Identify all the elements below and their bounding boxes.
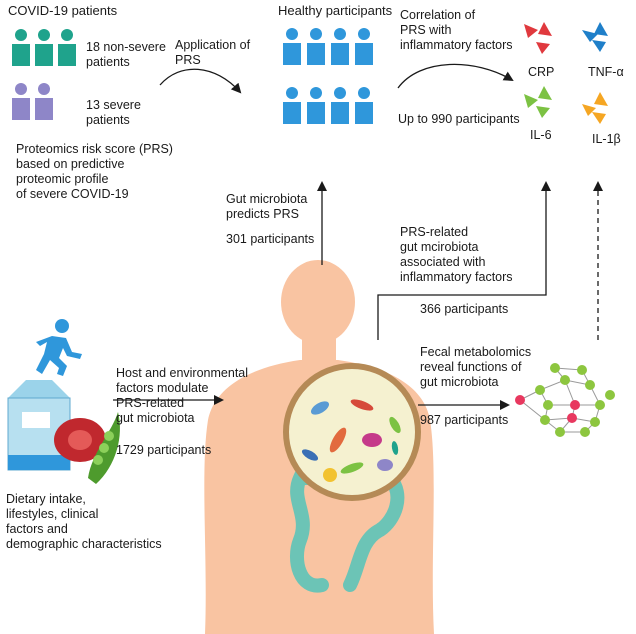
il6-label: IL-6 (530, 128, 552, 142)
application-label: Application of PRS (175, 38, 251, 67)
milk-carton-icon (7, 380, 71, 471)
person-icon (307, 87, 325, 124)
person-icon (58, 29, 76, 66)
fecal-label: Fecal metabolomics reveal functions of g… (420, 345, 532, 389)
healthy-title: Healthy participants (278, 3, 393, 18)
person-icon (331, 28, 349, 65)
il1b-cytokine-icon (582, 92, 608, 124)
crp-cytokine-icon (524, 22, 552, 54)
person-icon (283, 87, 301, 124)
host-count: 1729 participants (116, 443, 212, 457)
person-icon (331, 87, 349, 124)
pea-pod-icon (88, 412, 120, 484)
crp-label: CRP (528, 65, 555, 79)
host-label: Host and environmental factors modulate … (116, 366, 249, 425)
application-arrow (159, 68, 242, 94)
person-icon (283, 28, 301, 65)
person-icon (12, 83, 30, 120)
diet-label: Dietary intake, lifestyles, clinical fac… (6, 492, 162, 551)
severe-label: 13 severe patients (86, 98, 141, 127)
gut-microbe-circle-icon (283, 363, 421, 501)
correlation-label: Correlation of PRS with inflammatory fac… (400, 8, 513, 52)
metabolite-network-icon (515, 363, 615, 437)
nonsevere-patients-icon (12, 29, 76, 66)
prs-gut-arrow (377, 181, 551, 340)
person-icon (355, 28, 373, 65)
covid-title: COVID-19 patients (8, 3, 118, 18)
healthy-participants-icon (283, 28, 373, 124)
correlation-arrow (397, 63, 514, 89)
person-icon (307, 28, 325, 65)
person-icon (355, 87, 373, 124)
correlation-count: Up to 990 participants (398, 112, 520, 126)
person-icon (12, 29, 30, 66)
person-icon (35, 83, 53, 120)
running-person-icon (36, 319, 82, 376)
tnf-cytokine-icon (582, 22, 608, 52)
fecal-count: 987 participants (420, 413, 509, 427)
severe-patients-icon (12, 83, 53, 120)
il1b-label: IL-1β (592, 132, 621, 146)
prs-gut-label: PRS-related gut mcirobiota associated wi… (400, 225, 513, 284)
arrows (113, 63, 603, 410)
nonsevere-label: 18 non-severe patients (86, 40, 166, 69)
gut-prs-count: 301 participants (226, 232, 315, 246)
meat-icon (54, 418, 106, 462)
il6-cytokine-icon (524, 86, 552, 118)
tnf-label: TNF-α (588, 65, 624, 79)
prs-note: Proteomics risk score (PRS) based on pre… (16, 142, 173, 201)
prs-gut-count: 366 participants (420, 302, 509, 316)
gut-prs-label: Gut microbiota predicts PRS (226, 192, 308, 221)
person-icon (35, 29, 53, 66)
